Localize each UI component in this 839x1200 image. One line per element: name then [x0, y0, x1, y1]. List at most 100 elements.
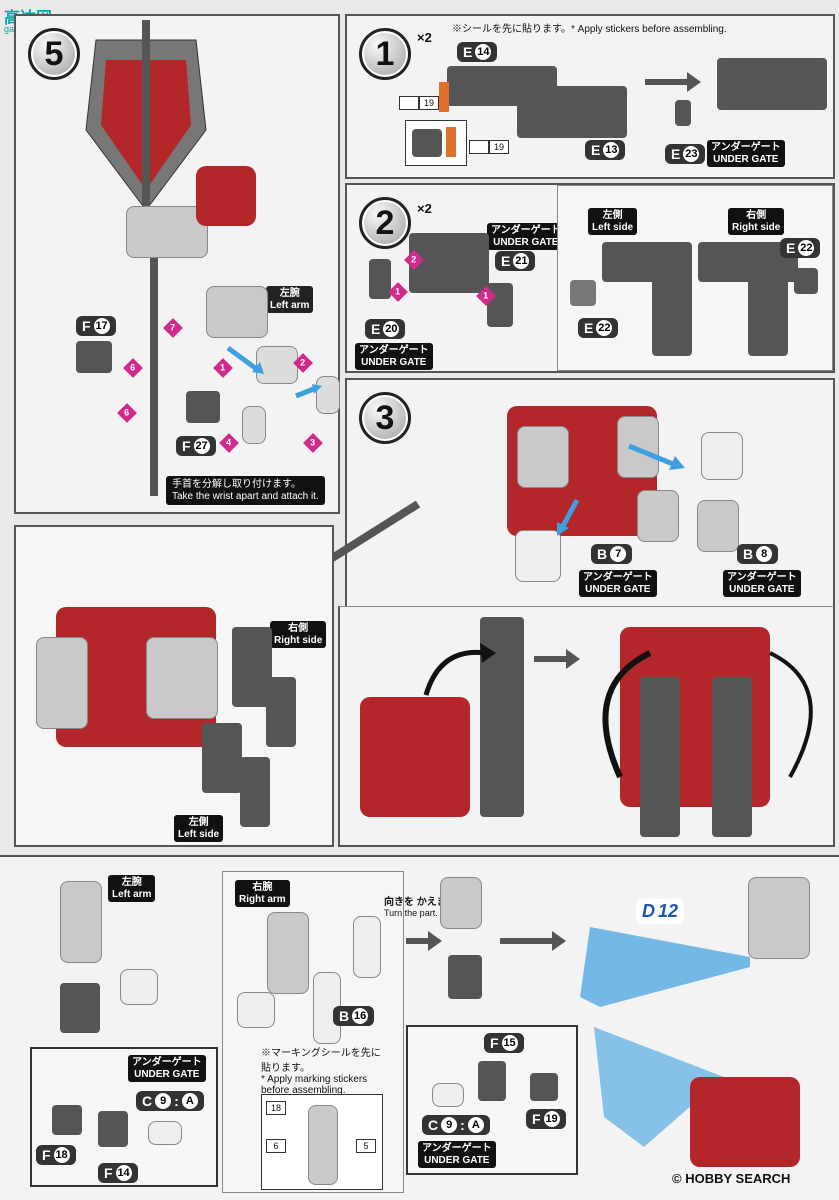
right-grip-handle — [748, 276, 788, 356]
part-b8: B8 — [737, 544, 778, 564]
right-ghost-wrist — [353, 916, 381, 978]
part-c9-left: C9:A — [136, 1091, 204, 1111]
seq-7: 7 — [163, 318, 183, 338]
left-grip-attach — [202, 723, 242, 793]
left-arm-part — [206, 286, 268, 338]
blue-arrow-1 — [226, 346, 266, 376]
turned-fist — [448, 955, 482, 999]
part-f14: F14 — [98, 1163, 138, 1183]
torso-left-shoulder — [517, 426, 569, 488]
part-b7: B7 — [591, 544, 632, 564]
part-c9-right: C9:A — [422, 1115, 490, 1135]
assembly-left-shoulder — [36, 637, 88, 729]
rotate-arrow-right — [760, 647, 830, 787]
sticker-5: 5 — [356, 1139, 376, 1153]
part-e22-left: E22 — [578, 318, 618, 338]
left-grip-handle-attach — [240, 757, 270, 827]
sticker-ref-2 — [469, 140, 489, 154]
left-ghost-hand — [120, 969, 158, 1005]
sticker-18: 18 — [266, 1101, 286, 1115]
right-f15-shape — [478, 1061, 506, 1101]
blue-arrow-2 — [294, 382, 324, 402]
turn-arrow — [404, 929, 444, 953]
part-e23-shape — [675, 100, 691, 126]
step2-seq-1a: 1 — [388, 282, 408, 302]
step3-number: 3 — [359, 392, 411, 444]
sticker-ref-1 — [399, 96, 419, 110]
effect-next-arrow — [498, 929, 568, 953]
right-c9-shape — [432, 1083, 464, 1107]
axe-illustration — [76, 20, 216, 220]
step4-left-arm-label: 左腕Left arm — [108, 875, 155, 902]
right-ghost-hand — [237, 992, 275, 1028]
step2-multiplier: ×2 — [417, 201, 432, 216]
sticker-19-b: 19 — [489, 140, 509, 154]
assembled-e13-shape — [717, 58, 827, 110]
step3-under-gate-b8: アンダーゲートUNDER GATE — [723, 570, 801, 597]
marking-part — [308, 1105, 338, 1185]
part-b7-shape — [637, 490, 679, 542]
step5-number: 5 — [28, 28, 80, 80]
robot-photo — [690, 1077, 800, 1167]
step1-number: 1 — [359, 28, 411, 80]
grip-shape — [409, 233, 489, 293]
hobby-search-logo: © HOBBY SEARCH — [672, 1171, 790, 1186]
seq-6b: 6 — [117, 403, 137, 423]
right-e22-piece — [794, 268, 818, 294]
step3-under-gate-b7: アンダーゲートUNDER GATE — [579, 570, 657, 597]
left-fist-dark — [60, 983, 100, 1033]
marking-note: ※マーキングシールを先に貼ります。* Apply marking sticker… — [261, 1044, 381, 1096]
sticker-6: 6 — [266, 1139, 286, 1153]
right-forearm — [267, 912, 309, 994]
step3-blue-arrow-left — [553, 498, 583, 538]
step1-multiplier: ×2 — [417, 30, 432, 45]
part-e20: E20 — [365, 319, 405, 339]
seq-3: 3 — [303, 433, 323, 453]
sticker-19-a: 19 — [419, 96, 439, 110]
step2-under-gate-top: アンダーゲートUNDER GATE — [487, 223, 565, 250]
sticker-detail-box — [405, 120, 467, 166]
part-e21-shape — [487, 283, 513, 327]
part-e20-shape — [369, 259, 391, 299]
effect-arm — [748, 877, 810, 959]
left-grip-handle — [652, 276, 692, 356]
left-f18-shape — [52, 1105, 82, 1135]
grip-right-rotated — [712, 677, 752, 837]
left-c9-shape — [148, 1121, 182, 1145]
step2-number: 2 — [359, 197, 411, 249]
rotate-arrow-1 — [420, 637, 500, 697]
step1-panel: 1 ×2 ※シールを先に貼ります。* Apply stickers before… — [345, 14, 835, 179]
hand-part-f27 — [186, 391, 220, 423]
seq-6a: 6 — [123, 358, 143, 378]
rotation-next-arrow — [532, 647, 582, 671]
marking-sticker-box: 18 6 5 — [261, 1094, 383, 1190]
step1-note: ※シールを先に貼ります。* Apply stickers before asse… — [452, 20, 727, 35]
turned-forearm — [440, 877, 482, 929]
arm-red-armor — [196, 166, 256, 226]
part-f15: F15 — [484, 1033, 524, 1053]
step1-next-arrow — [643, 70, 703, 94]
left-forearm — [60, 881, 102, 963]
part-b8-shape — [697, 500, 739, 552]
